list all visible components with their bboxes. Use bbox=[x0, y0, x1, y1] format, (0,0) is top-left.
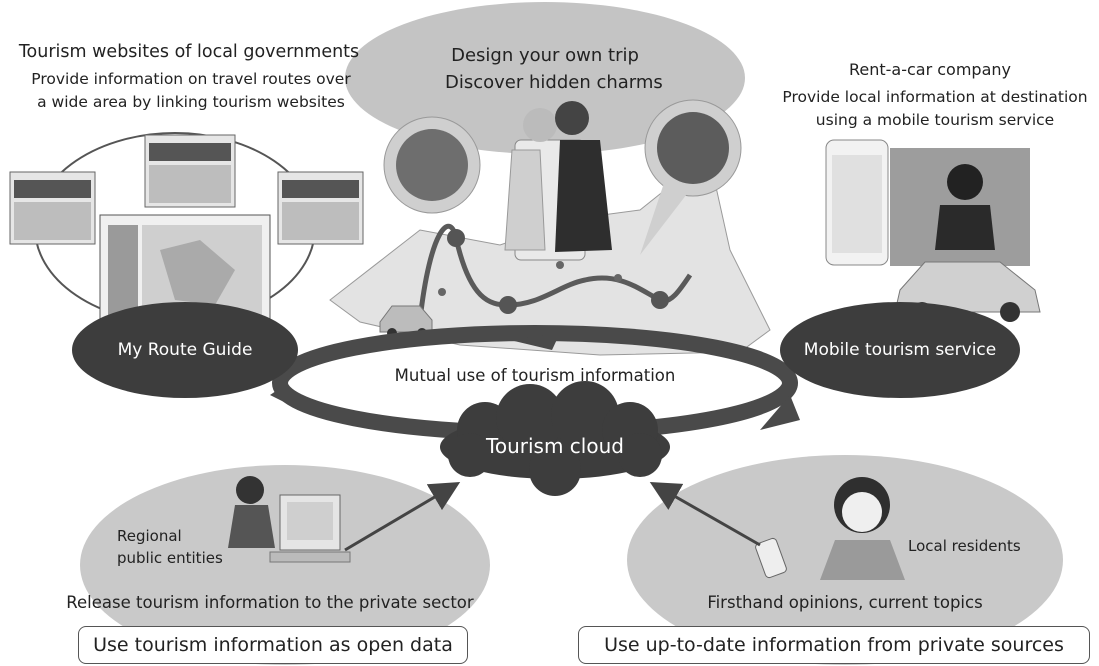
rent-a-car-illustration bbox=[825, 139, 1041, 322]
private-sources-box: Use up-to-date information from private … bbox=[578, 626, 1090, 664]
design-trip-line2: Discover hidden charms bbox=[445, 72, 663, 93]
my-route-guide-ellipse bbox=[72, 302, 298, 398]
route-node bbox=[438, 288, 446, 296]
local-resident-illustration bbox=[755, 477, 905, 580]
release-info-label: Release tourism information to the priva… bbox=[66, 593, 474, 612]
release-arrow bbox=[344, 481, 461, 552]
bubble-tail-right bbox=[640, 180, 690, 255]
route-node bbox=[499, 296, 517, 314]
tourism-cloud-label: Tourism cloud bbox=[486, 434, 624, 458]
rent-a-car-desc-line2: using a mobile tourism service bbox=[815, 111, 1055, 129]
tourism-cloud-shape bbox=[440, 381, 670, 496]
route-node bbox=[556, 261, 564, 269]
photo-inner-right bbox=[657, 112, 729, 184]
regional-entities-line1: Regional bbox=[117, 527, 182, 545]
rent-a-car-title: Rent-a-car company bbox=[848, 60, 1011, 79]
mobile-tourism-ellipse bbox=[780, 302, 1020, 398]
route-node bbox=[614, 274, 622, 282]
photo-inner-left bbox=[396, 129, 468, 201]
opinions-arrow bbox=[649, 482, 761, 547]
mutual-use-label: Mutual use of tourism information bbox=[394, 366, 676, 385]
ring-arrow-right bbox=[760, 395, 800, 430]
ring-arrow-top bbox=[510, 333, 560, 350]
mobile-tourism-label: Mobile tourism service bbox=[803, 340, 997, 360]
route-node bbox=[651, 291, 669, 309]
websites-desc-line1: Provide information on travel routes ove… bbox=[31, 70, 351, 88]
rent-a-car-desc-line1: Provide local information at destination bbox=[782, 88, 1088, 106]
route-node bbox=[447, 229, 465, 247]
websites-desc-line2: a wide area by linking tourism websites bbox=[37, 93, 345, 111]
travellers-illustration bbox=[504, 101, 612, 261]
opinions-label: Firsthand opinions, current topics bbox=[707, 593, 983, 612]
ring-arrow-left bbox=[270, 385, 300, 410]
regional-entities-line2: public entities bbox=[117, 549, 223, 567]
local-residents-label: Local residents bbox=[908, 537, 1021, 555]
open-data-box: Use tourism information as open data bbox=[78, 626, 468, 664]
design-trip-bubble bbox=[345, 2, 745, 154]
my-route-guide-label: My Route Guide bbox=[117, 340, 253, 360]
public-entity-worker-illustration bbox=[228, 476, 351, 563]
design-trip-line1: Design your own trip bbox=[451, 45, 639, 66]
regional-entities-ellipse bbox=[80, 465, 490, 665]
websites-title: Tourism websites of local governments bbox=[18, 42, 360, 62]
